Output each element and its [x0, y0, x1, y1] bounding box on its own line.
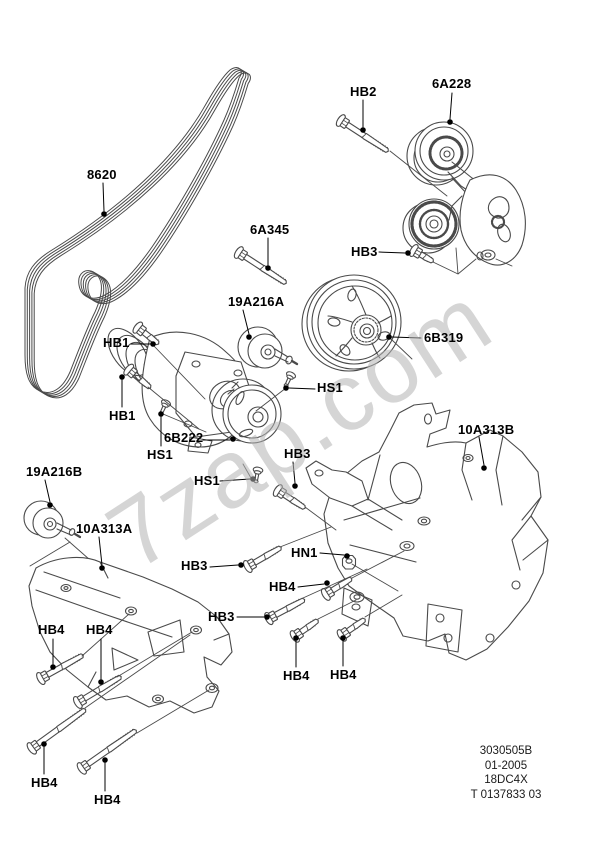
bracket-a-art — [28, 557, 233, 714]
callout-8620: 8620 — [87, 167, 117, 182]
callout-hb3-top: HB3 — [351, 244, 378, 259]
bolt-art — [335, 114, 389, 153]
callout-10a313a: 10A313A — [76, 521, 133, 536]
bolt-art — [409, 244, 434, 264]
callout-19a216b: 19A216B — [26, 464, 83, 479]
bolt-art — [123, 363, 152, 390]
crank-pulley-art — [301, 274, 402, 372]
bolt-art — [132, 321, 160, 346]
bolt-art — [243, 545, 282, 573]
callout-hn1: HN1 — [291, 545, 318, 560]
bolt-art — [272, 484, 306, 510]
bolt-art — [72, 674, 122, 709]
callout-6a228: 6A228 — [432, 76, 472, 91]
stud-art — [283, 371, 297, 388]
callout-hb3-3rd: HB3 — [208, 609, 235, 624]
callout-hb3-mid: HB3 — [284, 446, 311, 461]
callout-hb4-c: HB4 — [330, 667, 357, 682]
callout-hs1-bottom: HS1 — [194, 473, 220, 488]
pointer-lines — [81, 150, 513, 734]
callout-hb4-b: HB4 — [283, 668, 310, 683]
callout-hb4-e: HB4 — [86, 622, 113, 637]
callout-hs1-right: HS1 — [317, 380, 343, 395]
callout-hb1-upper: HB1 — [103, 335, 130, 350]
callout-hb4-g: HB4 — [94, 792, 121, 807]
callout-hb4-a: HB4 — [269, 579, 296, 594]
footer-line: 01-2005 — [484, 759, 528, 772]
bolt-art — [264, 597, 306, 626]
callout-hb1-lower: HB1 — [109, 408, 136, 423]
idler-a-art — [237, 326, 299, 369]
callout-hb2: HB2 — [350, 84, 377, 99]
bolt-art — [76, 728, 137, 775]
bolt-art — [233, 246, 287, 285]
bracket-b-art — [305, 402, 549, 661]
callout-hb3-ll: HB3 — [181, 558, 208, 573]
bolt-art — [336, 617, 366, 642]
belt-art — [24, 67, 251, 399]
callout-10a313b: 10A313B — [458, 422, 515, 437]
bolt-art — [26, 707, 87, 755]
footer-codes: 3030505B 01-2005 18DC4X T 0137833 03 — [438, 744, 574, 802]
bolt-art — [289, 618, 319, 643]
idler-b-art — [23, 500, 99, 568]
callout-6b222: 6B222 — [164, 430, 204, 445]
footer-line: 3030505B — [479, 745, 533, 757]
callout-6b319: 6B319 — [424, 330, 464, 345]
footer-line: T 0137833 03 — [470, 788, 542, 801]
callout-hs1-left: HS1 — [147, 447, 173, 462]
callout-hb4-f: HB4 — [31, 775, 58, 790]
callout-hb4-d: HB4 — [38, 622, 65, 637]
callout-19a216a: 19A216A — [228, 294, 285, 309]
hardware-art — [26, 114, 434, 775]
leader-lines — [41, 92, 487, 792]
tensioner-art — [402, 121, 526, 266]
callout-6a345: 6A345 — [250, 222, 290, 237]
footer-line: 18DC4X — [484, 774, 528, 786]
